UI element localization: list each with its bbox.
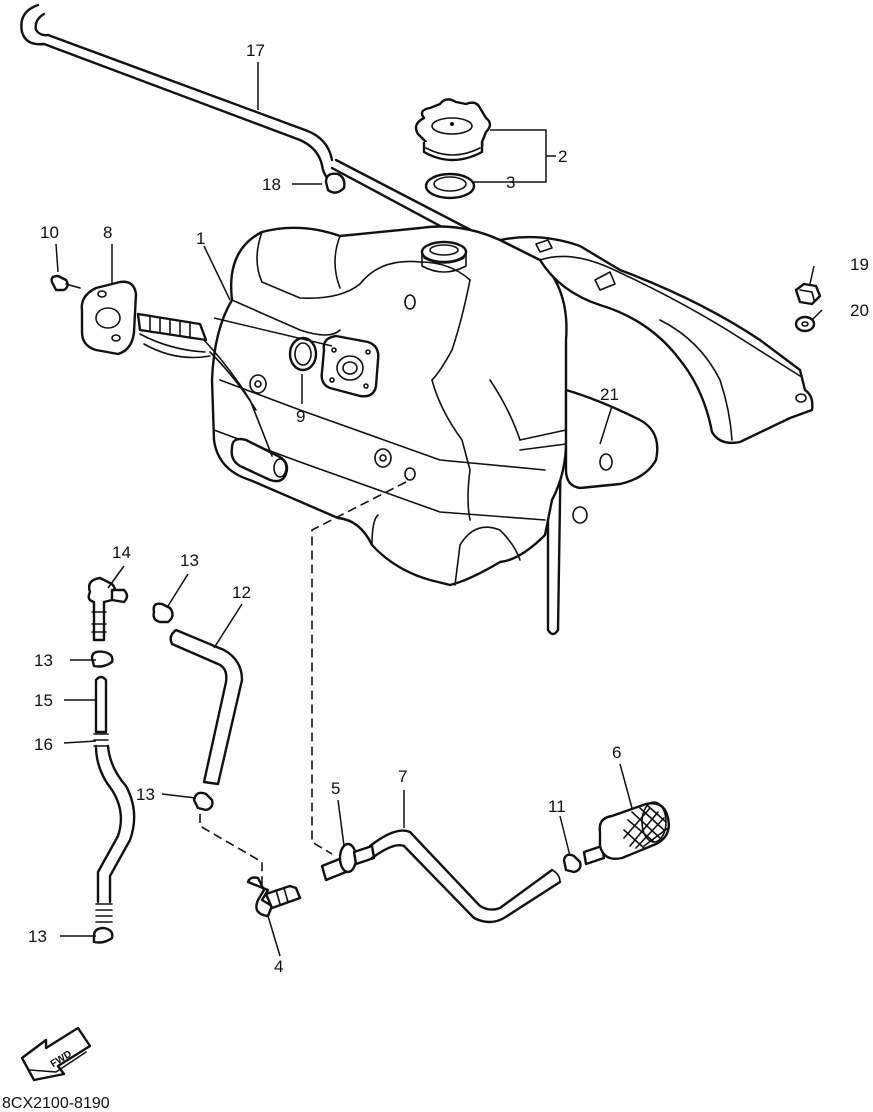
callout-14: 14 bbox=[112, 543, 131, 562]
callout-19: 19 bbox=[850, 255, 869, 274]
callout-13-left: 13 bbox=[34, 651, 53, 670]
callout-17: 17 bbox=[246, 41, 265, 60]
o-ring bbox=[288, 336, 318, 372]
clip-11 bbox=[562, 853, 582, 874]
nut bbox=[794, 282, 822, 306]
callout-labels: 1 2 3 4 5 6 7 8 9 10 11 12 13 13 13 13 1… bbox=[28, 41, 869, 976]
washer bbox=[794, 315, 816, 333]
callout-13-bottom: 13 bbox=[28, 927, 47, 946]
tank-rear-cover bbox=[498, 235, 814, 490]
callout-4: 4 bbox=[274, 957, 283, 976]
fuel-tank bbox=[210, 225, 588, 587]
pump-bracket bbox=[80, 280, 273, 457]
elbow-joint bbox=[246, 876, 302, 918]
callout-2: 2 bbox=[558, 147, 567, 166]
clip-13d bbox=[92, 926, 114, 944]
callout-11: 11 bbox=[548, 797, 566, 816]
dashed-link-hose bbox=[199, 814, 263, 884]
callout-20: 20 bbox=[850, 301, 869, 320]
callout-10: 10 bbox=[40, 223, 59, 242]
callout-6: 6 bbox=[612, 743, 621, 762]
leader-lines bbox=[55, 62, 823, 957]
callout-5: 5 bbox=[331, 779, 340, 798]
diagram-code: 8CX2100-8190 bbox=[2, 1095, 110, 1112]
callout-3: 3 bbox=[506, 173, 515, 192]
callout-21: 21 bbox=[600, 385, 619, 404]
callout-16: 16 bbox=[34, 735, 53, 754]
fwd-arrow: FWD bbox=[20, 1026, 92, 1082]
callout-7: 7 bbox=[398, 767, 407, 786]
hose bbox=[169, 628, 244, 786]
fuel-filter bbox=[582, 801, 670, 866]
pump-screw bbox=[50, 274, 81, 292]
fuel-cock bbox=[320, 842, 376, 882]
callout-13-top: 13 bbox=[180, 551, 199, 570]
filler-cap bbox=[414, 98, 492, 162]
callout-1: 1 bbox=[196, 229, 205, 248]
callout-18: 18 bbox=[262, 175, 281, 194]
callout-8: 8 bbox=[103, 223, 112, 242]
clip-13a bbox=[152, 602, 174, 624]
fuel-pipe-7 bbox=[368, 829, 562, 924]
hose-joint bbox=[87, 576, 129, 642]
hose-spring bbox=[93, 733, 109, 747]
cap-gasket bbox=[424, 172, 476, 200]
clip-13b bbox=[90, 650, 114, 668]
lower-hose bbox=[94, 744, 136, 923]
clip-13c bbox=[192, 791, 214, 812]
fuel-pipe bbox=[94, 675, 108, 734]
callout-15: 15 bbox=[34, 691, 53, 710]
callout-12: 12 bbox=[232, 583, 251, 602]
breather-clip bbox=[324, 172, 346, 194]
callout-9: 9 bbox=[296, 407, 305, 426]
callout-13-middle: 13 bbox=[136, 785, 155, 804]
